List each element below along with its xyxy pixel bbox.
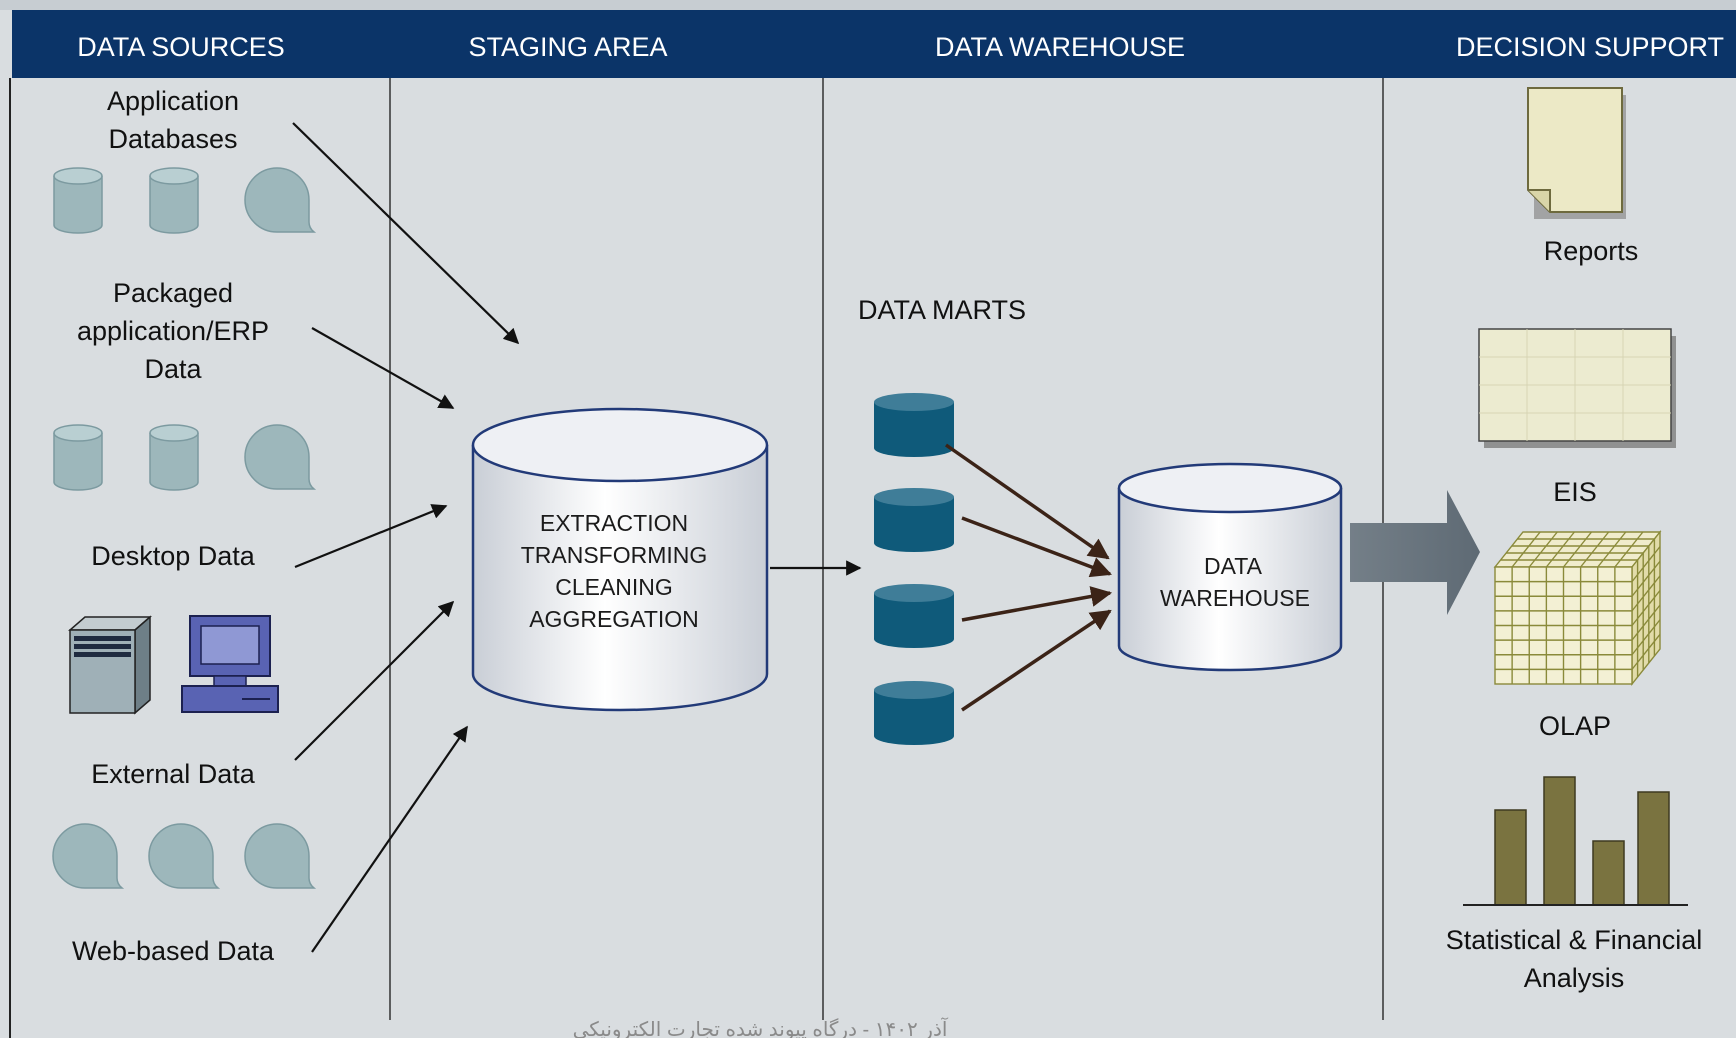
label-packaged-erp-2: application/ERP xyxy=(77,316,269,346)
data-bubble-icon xyxy=(52,823,125,889)
report-document-icon xyxy=(1527,87,1626,219)
label-statistical-financial-2: Analysis xyxy=(1524,963,1625,993)
data-bubble-icon xyxy=(244,424,317,490)
label-application-databases-2: Databases xyxy=(108,124,237,154)
header-decision-support: DECISION SUPPORT xyxy=(1456,32,1724,62)
arrow-app-db-to-staging xyxy=(292,122,520,345)
dw-label-data: DATA xyxy=(1204,553,1263,579)
data-warehouse-cylinder xyxy=(1117,462,1343,672)
database-icon xyxy=(149,424,199,491)
olap-cube-icon xyxy=(1493,530,1662,686)
label-packaged-erp-3: Data xyxy=(144,354,202,384)
label-reports: Reports xyxy=(1544,236,1639,266)
label-desktop-data: Desktop Data xyxy=(91,541,256,571)
block-arrow-to-decision xyxy=(1350,490,1480,615)
footer-watermark: آذر ۱۴۰۲ - درگاه پیوند شده تجارت الکترون… xyxy=(573,1016,949,1038)
database-icon xyxy=(53,167,103,234)
data-mart-icon xyxy=(874,488,954,552)
label-eis: EIS xyxy=(1553,477,1597,507)
data-mart-icon xyxy=(874,584,954,648)
bar-chart-icon xyxy=(1463,776,1688,906)
server-tower-icon xyxy=(67,615,153,715)
dw-label-warehouse: WAREHOUSE xyxy=(1160,585,1310,611)
label-web-based-data: Web-based Data xyxy=(72,936,275,966)
eis-spreadsheet-icon xyxy=(1478,328,1676,448)
arrow-external-to-staging xyxy=(294,600,455,761)
data-mart-icon xyxy=(874,393,954,457)
label-olap: OLAP xyxy=(1539,711,1611,741)
data-bubble-icon xyxy=(148,823,221,889)
header-bar xyxy=(12,10,1736,78)
header-data-warehouse: DATA WAREHOUSE xyxy=(935,32,1185,62)
label-packaged-erp-1: Packaged xyxy=(113,278,233,308)
data-bubble-icon xyxy=(244,823,317,889)
etl-label-transforming: TRANSFORMING xyxy=(521,542,708,568)
arrow-mart-1-to-dw xyxy=(944,443,1110,560)
data-mart-icon xyxy=(874,681,954,745)
arrow-web-to-staging xyxy=(311,725,468,953)
header-staging-area: STAGING AREA xyxy=(468,32,667,62)
label-external-data: External Data xyxy=(91,759,256,789)
label-statistical-financial-1: Statistical & Financial xyxy=(1446,925,1703,955)
etl-cylinder xyxy=(471,407,769,712)
arrow-mart-2-to-dw xyxy=(961,516,1112,578)
database-icon xyxy=(53,424,103,491)
database-icon xyxy=(149,167,199,234)
header-data-sources: DATA SOURCES xyxy=(77,32,285,62)
desktop-computer-icon xyxy=(181,615,279,713)
arrow-desktop-to-staging xyxy=(294,504,448,569)
label-data-marts: DATA MARTS xyxy=(858,295,1026,325)
data-bubble-icon xyxy=(244,167,317,233)
arrow-erp-to-staging xyxy=(311,327,455,409)
etl-label-extraction: EXTRACTION xyxy=(540,510,688,536)
label-application-databases-1: Application xyxy=(107,86,239,116)
arrow-mart-3-to-dw xyxy=(961,586,1113,622)
etl-label-aggregation: AGGREGATION xyxy=(529,606,699,632)
arrow-mart-4-to-dw xyxy=(961,609,1112,712)
etl-label-cleaning: CLEANING xyxy=(555,574,673,600)
